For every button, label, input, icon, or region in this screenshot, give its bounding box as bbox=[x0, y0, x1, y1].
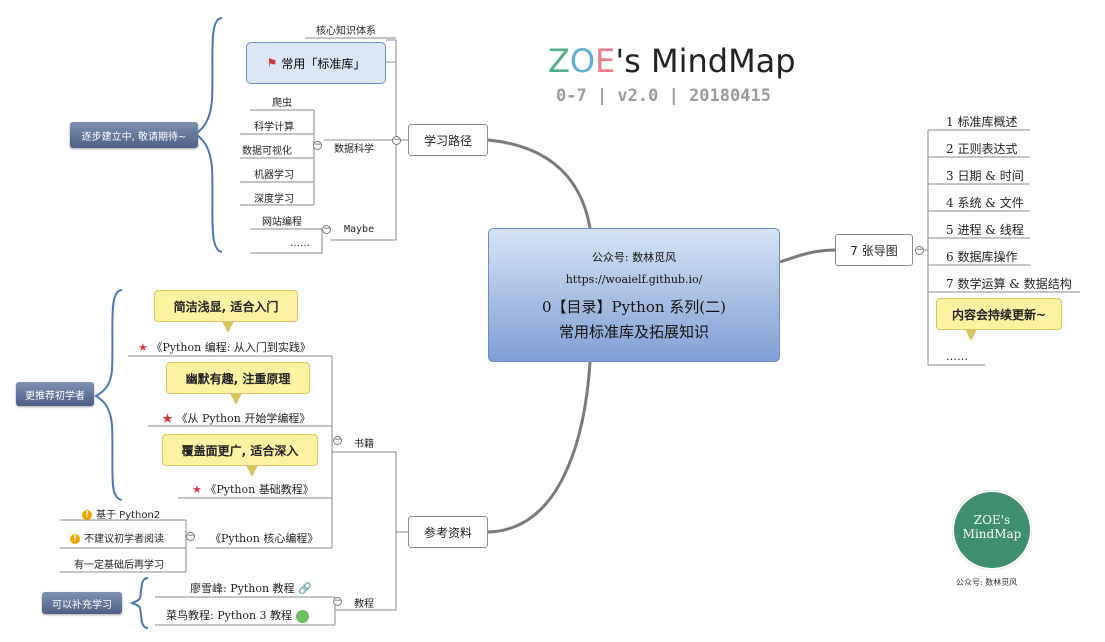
stamp-line-2: MindMap bbox=[962, 527, 1022, 541]
collapse-datasci-icon[interactable]: − bbox=[313, 140, 322, 150]
title-rest: 's MindMap bbox=[615, 42, 796, 80]
callout-updates[interactable]: 内容会持续更新~ bbox=[936, 298, 1062, 330]
note-python2[interactable]: ! 基于 Python2 bbox=[82, 506, 160, 521]
map-more[interactable]: …… bbox=[946, 350, 968, 363]
book-title: 《从 Python 开始学编程》 bbox=[176, 412, 311, 425]
topic-seven-maps[interactable]: 7 张导图 bbox=[835, 234, 913, 266]
node-core-knowledge[interactable]: 核心知识体系 bbox=[316, 26, 376, 37]
node-stdlib-label: 常用「标准库」 bbox=[281, 56, 366, 71]
node-books[interactable]: 书籍 bbox=[354, 439, 374, 450]
tutorial-title: 菜鸟教程: Python 3 教程 bbox=[166, 609, 293, 622]
stamp-line-1: ZOE's bbox=[973, 513, 1011, 527]
book-item-4[interactable]: 《Python 核心编程》 bbox=[210, 532, 319, 545]
center-line-url: https://woaielf.github.io/ bbox=[565, 273, 703, 286]
note-text: 不建议初学者阅读 bbox=[84, 534, 164, 545]
warning-icon: ! bbox=[70, 534, 80, 544]
map-item-4[interactable]: 4 系统 & 文件 bbox=[946, 196, 1024, 210]
book-item-2[interactable]: ★ 《从 Python 开始学编程》 bbox=[162, 410, 310, 426]
node-data-visualization[interactable]: 数据可视化 bbox=[242, 146, 292, 157]
mindmap-subtitle: 0-7 | v2.0 | 20180415 bbox=[556, 86, 771, 106]
node-scientific-computing[interactable]: 科学计算 bbox=[254, 122, 294, 133]
book-item-1[interactable]: ★ 《Python 编程: 从入门到实践》 bbox=[138, 339, 311, 355]
callout-pointer bbox=[230, 393, 242, 405]
central-topic[interactable]: 公众号: 数林觅风 https://woaielf.github.io/ 0【目… bbox=[488, 228, 780, 362]
map-item-6[interactable]: 6 数据库操作 bbox=[946, 250, 1018, 264]
callout-book-3[interactable]: 覆盖面更广, 适合深入 bbox=[162, 434, 318, 466]
stamp-caption: 公众号: 数林觅风 bbox=[956, 578, 1018, 587]
node-deep-learning[interactable]: 深度学习 bbox=[254, 194, 294, 205]
star-icon: ★ bbox=[162, 412, 173, 425]
book-title: 《Python 基础教程》 bbox=[205, 483, 314, 496]
node-stdlib[interactable]: ⚑常用「标准库」 bbox=[246, 42, 386, 84]
map-item-7[interactable]: 7 数学运算 & 数据结构 bbox=[946, 277, 1072, 291]
node-machine-learning[interactable]: 机器学习 bbox=[254, 170, 294, 181]
node-data-science[interactable]: 数据科学 bbox=[334, 144, 374, 155]
node-maybe[interactable]: Maybe bbox=[344, 224, 375, 235]
link-icon: 🔗 bbox=[298, 582, 312, 595]
star-icon: ★ bbox=[192, 483, 202, 496]
callout-pointer bbox=[222, 321, 234, 333]
topic-learning-path[interactable]: 学习路径 bbox=[408, 124, 488, 156]
callout-pointer bbox=[965, 329, 977, 341]
mindmap-title: ZOE's MindMap bbox=[548, 42, 796, 80]
node-crawler[interactable]: 爬虫 bbox=[272, 98, 292, 109]
center-line-subtitle: 常用标准库及拓展知识 bbox=[558, 323, 709, 341]
note-not-beginner[interactable]: ! 不建议初学者阅读 bbox=[70, 530, 164, 545]
map-item-2[interactable]: 2 正则表达式 bbox=[946, 142, 1018, 156]
center-line-account: 公众号: 数林觅风 bbox=[591, 251, 677, 264]
book-item-3[interactable]: ★ 《Python 基础教程》 bbox=[192, 481, 314, 497]
red-flag-icon: ⚑ bbox=[266, 56, 278, 70]
collapse-maybe-icon[interactable]: − bbox=[322, 224, 331, 234]
collapse-maps-icon[interactable]: − bbox=[915, 245, 924, 255]
topic-references[interactable]: 参考资料 bbox=[408, 516, 488, 548]
node-tutorials[interactable]: 教程 bbox=[354, 599, 374, 610]
center-line-title: 0【目录】Python 系列(二) bbox=[542, 298, 726, 316]
collapse-learning-icon[interactable]: − bbox=[392, 135, 401, 145]
title-brand: ZOE bbox=[548, 42, 616, 80]
note-basic-first[interactable]: 有一定基础后再学习 bbox=[74, 560, 164, 571]
tag-building[interactable]: 逐步建立中, 敬请期待~ bbox=[70, 122, 198, 148]
node-web-programming[interactable]: 网站编程 bbox=[262, 217, 302, 228]
callout-book-1[interactable]: 简洁浅显, 适合入门 bbox=[154, 290, 298, 322]
book-title: 《Python 编程: 从入门到实践》 bbox=[151, 341, 311, 354]
mindmap-stamp: ZOE's MindMap bbox=[952, 490, 1032, 570]
note-text: 基于 Python2 bbox=[96, 510, 161, 521]
star-icon: ★ bbox=[138, 341, 148, 354]
tutorial-title: 廖雪峰: Python 教程 bbox=[190, 582, 295, 595]
tag-supplement[interactable]: 可以补充学习 bbox=[42, 592, 122, 614]
map-item-5[interactable]: 5 进程 & 线程 bbox=[946, 223, 1024, 237]
map-item-3[interactable]: 3 日期 & 时间 bbox=[946, 169, 1024, 183]
collapse-core-book-icon[interactable]: − bbox=[186, 531, 195, 541]
collapse-books-icon[interactable]: − bbox=[333, 435, 342, 445]
map-item-1[interactable]: 1 标准库概述 bbox=[946, 115, 1018, 129]
tutorial-item-2[interactable]: 菜鸟教程: Python 3 教程 bbox=[166, 607, 309, 623]
runoob-icon bbox=[295, 609, 309, 623]
tutorial-item-1[interactable]: 廖雪峰: Python 教程 🔗 bbox=[190, 580, 312, 596]
callout-book-2[interactable]: 幽默有趣, 注重原理 bbox=[166, 362, 310, 394]
node-ellipsis[interactable]: …… bbox=[290, 238, 310, 249]
tag-beginner[interactable]: 更推荐初学者 bbox=[16, 382, 94, 406]
warning-icon: ! bbox=[82, 510, 92, 520]
collapse-tutorials-icon[interactable]: − bbox=[333, 596, 342, 606]
callout-pointer bbox=[246, 465, 258, 477]
